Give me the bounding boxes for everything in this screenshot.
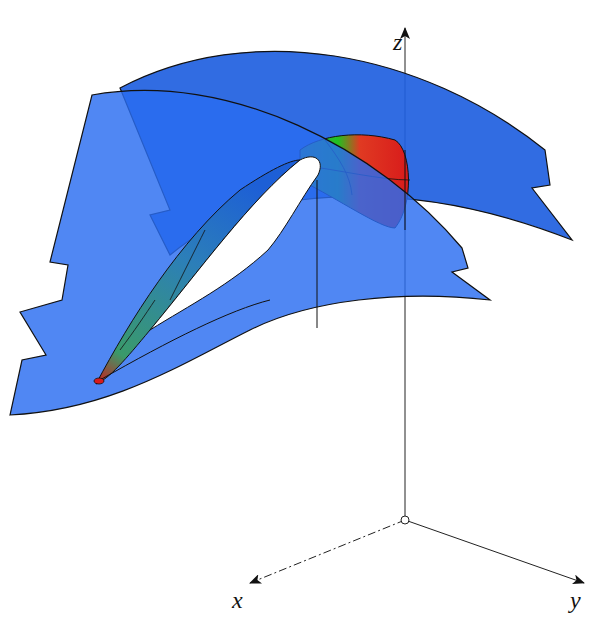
axis-label: x	[232, 588, 243, 612]
leading-edge	[94, 378, 104, 384]
front-sheet	[10, 90, 490, 415]
projection-line	[317, 180, 318, 328]
y-axis	[405, 520, 584, 583]
axis-label: y	[570, 588, 581, 612]
passage-opening	[150, 157, 320, 330]
origin	[401, 516, 409, 524]
mesh-line	[120, 230, 205, 350]
axis-label: z	[393, 30, 402, 54]
blade-edge	[100, 300, 270, 380]
projection-line	[405, 150, 406, 230]
x-axis	[250, 520, 405, 583]
